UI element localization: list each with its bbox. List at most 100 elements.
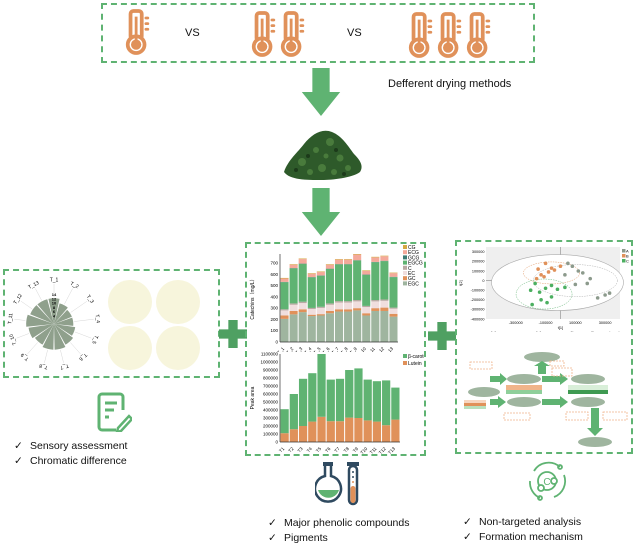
- bar-segment: [290, 305, 298, 311]
- bar-segment: [389, 309, 397, 314]
- y-axis-label: t[2]: [459, 280, 463, 285]
- vs-label: VS: [347, 27, 362, 39]
- radar-axis-label: T_13: [27, 280, 40, 291]
- bar-segment: [344, 301, 352, 302]
- bar-segment: [344, 309, 352, 311]
- bar-segment: [371, 311, 379, 342]
- bar-segment: [290, 264, 298, 265]
- scatter-point: [535, 277, 539, 281]
- bar-segment: [391, 420, 399, 442]
- scatter-point: [530, 303, 534, 307]
- bar-segment: [345, 418, 353, 442]
- bar-segment: [290, 311, 298, 314]
- down-arrow-icon: [301, 68, 341, 116]
- pathway-arrow: [542, 396, 568, 408]
- pathway-arrow: [490, 396, 506, 408]
- model-statistic: R2X[1] = 0.233: [483, 331, 512, 332]
- bar-segment: [373, 422, 381, 442]
- bar-segment: [317, 308, 325, 314]
- scatter-point: [559, 264, 563, 268]
- scatter-point: [544, 286, 548, 290]
- bar-segment: [326, 265, 334, 269]
- svg-text:C: C: [543, 477, 550, 488]
- scatter-point: [563, 273, 567, 277]
- scatter-point: [538, 290, 542, 294]
- y-tick-label: 300: [270, 306, 278, 311]
- bar-segment: [336, 421, 344, 442]
- legend-swatch: [403, 250, 407, 254]
- bar-segment: [344, 264, 352, 301]
- pathway-arrow: [542, 373, 568, 385]
- bar-segment: [362, 270, 370, 271]
- bar-segment: [354, 418, 362, 442]
- bar-segment: [335, 259, 343, 260]
- legend-label: Lutein: [408, 361, 422, 367]
- scatter-point: [533, 282, 537, 286]
- bar-segment: [317, 272, 325, 275]
- bar-segment: [389, 273, 397, 277]
- scatter-point: [556, 287, 560, 291]
- y-tick-label: 500: [270, 283, 278, 288]
- radar-axis-label: T_1: [50, 278, 59, 284]
- bar-segment: [308, 422, 316, 442]
- y-tick-label: 400000: [263, 408, 279, 413]
- annotation-box: [603, 412, 627, 420]
- legend-swatch: [622, 259, 626, 263]
- scatter-point: [603, 293, 607, 297]
- bar-segment: [335, 312, 343, 342]
- y-tick-label: -300000: [471, 308, 485, 312]
- lab-flask-icon: [315, 460, 363, 508]
- bar-segment: [389, 277, 397, 307]
- hotelling-ellipse: [491, 255, 623, 311]
- tea-color-swatch: [108, 280, 152, 324]
- analysis-checklist: ✓Non-targeted analysis ✓Formation mechan…: [463, 515, 583, 545]
- bar-segment: [327, 421, 335, 442]
- bar-segment: [353, 308, 361, 310]
- bar-segment: [345, 370, 353, 418]
- bar-segment: [382, 380, 390, 425]
- pathway-node: [578, 437, 612, 447]
- bar-segment: [326, 303, 334, 304]
- bar-segment: [362, 313, 370, 315]
- y-tick-label: 300000: [263, 416, 279, 421]
- y-tick-label: 800000: [263, 376, 279, 381]
- bar-segment: [380, 261, 388, 299]
- scatter-point: [536, 267, 540, 271]
- bar-segment: [354, 368, 362, 418]
- bar-segment: [281, 409, 289, 433]
- scatter-point: [581, 271, 585, 275]
- legend-label: C: [626, 258, 629, 263]
- bar-segment: [371, 308, 379, 311]
- scatter-point: [542, 275, 546, 279]
- bar-segment: [353, 301, 361, 308]
- bar-segment: [281, 282, 289, 309]
- bar-segment: [299, 302, 307, 303]
- radar-spoke: [74, 319, 94, 321]
- x-tick-label: T3: [297, 446, 305, 454]
- drying-methods-caption: Defferent drying methods: [388, 78, 511, 90]
- bar-segment: [344, 312, 352, 342]
- y-tick-label: 400: [270, 294, 278, 299]
- radar-axis-label: T_5: [90, 334, 99, 344]
- model-statistic: R2X[2] = 0.13: [528, 331, 554, 332]
- bar-segment: [308, 373, 316, 421]
- bar-segment: [353, 310, 361, 342]
- annotation-box: [504, 413, 530, 420]
- bar-segment: [364, 380, 372, 421]
- bar-segment: [391, 388, 399, 420]
- radar-spoke: [60, 350, 63, 363]
- down-arrow-icon: [301, 188, 341, 236]
- scatter-point: [577, 269, 581, 273]
- y-tick-label: 600000: [263, 392, 279, 397]
- x-tick-label: T10: [359, 446, 368, 454]
- bar-segment: [389, 273, 397, 274]
- bar-segment: [299, 259, 307, 260]
- scatter-point: [545, 301, 549, 305]
- radar-axis-label: T_9: [20, 351, 31, 361]
- radar-spoke: [35, 289, 41, 301]
- bar-segment: [317, 315, 325, 342]
- check-icon: ✓: [268, 531, 284, 546]
- bar-segment: [380, 256, 388, 257]
